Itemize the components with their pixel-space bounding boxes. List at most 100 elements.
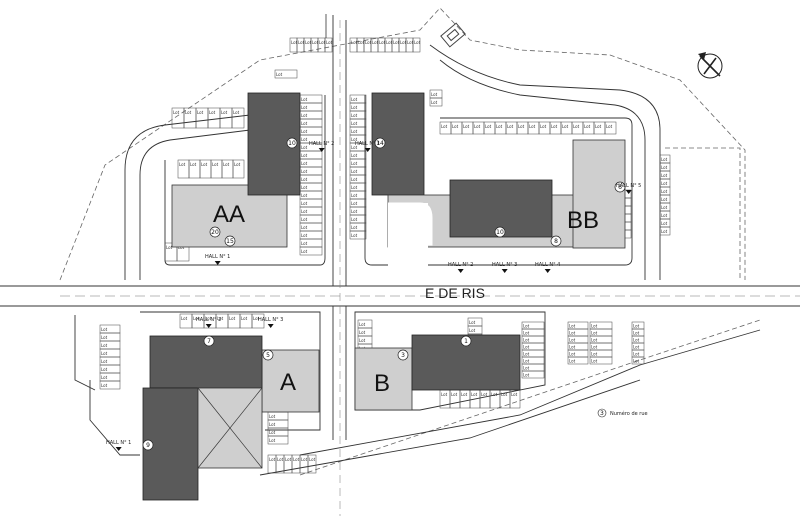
- svg-text:3: 3: [600, 410, 604, 417]
- parking-stall: Lot: [449, 389, 461, 409]
- parking-stall: Lot: [349, 230, 367, 240]
- svg-text:Lot: Lot: [351, 97, 358, 102]
- parking-stall: Lot: [349, 126, 367, 136]
- parking-stall: Lot: [567, 349, 589, 358]
- parking-stall: Lot: [267, 427, 289, 437]
- hall-label: HALL N° 3: [492, 262, 517, 268]
- svg-text:Lot: Lot: [234, 162, 241, 167]
- svg-text:Lot: Lot: [359, 322, 366, 327]
- hall-entrance-arrow-icon: [625, 190, 632, 194]
- parking-stall: Lot: [357, 335, 373, 345]
- street-number: 15: [226, 238, 234, 245]
- parking-stall: Lot: [589, 321, 613, 330]
- loop-road-nw-inner: [139, 129, 251, 280]
- svg-text:Lot: Lot: [461, 392, 468, 397]
- parking-stall: Lot: [509, 389, 521, 409]
- parking-stall: Lot: [177, 159, 190, 179]
- parking-stall: Lot: [391, 37, 400, 53]
- parking-stall: Lot: [99, 356, 121, 366]
- svg-text:Lot: Lot: [633, 337, 640, 342]
- hall-label: HALL N° 1: [106, 440, 131, 446]
- parking-stall: Lot: [516, 121, 529, 135]
- parking-stall: Lot: [467, 325, 483, 335]
- parking-stall: Lot: [631, 321, 645, 330]
- svg-text:Lot: Lot: [201, 162, 208, 167]
- hall-entrance-arrow-icon: [318, 148, 325, 152]
- svg-text:Lot: Lot: [661, 213, 668, 218]
- entrance-gate-icon: [440, 22, 466, 48]
- parking-stall: Lot: [274, 69, 298, 79]
- svg-text:Lot: Lot: [661, 229, 668, 234]
- parking-stall: Lot: [479, 389, 491, 409]
- svg-text:Lot: Lot: [523, 344, 530, 349]
- hall-entrance-arrow-icon: [214, 261, 221, 265]
- hall-label: HALL N° 4: [535, 262, 560, 268]
- parking-stall: Lot: [299, 126, 323, 136]
- svg-text:Lot: Lot: [463, 124, 470, 129]
- svg-text:Lot: Lot: [209, 110, 216, 115]
- parking-stall: Lot: [231, 107, 245, 129]
- svg-text:Lot: Lot: [591, 351, 598, 356]
- parking-stall: Lot: [527, 121, 540, 135]
- loop-road-ne: [429, 44, 661, 280]
- parking-stall: Lot: [221, 159, 234, 179]
- svg-text:Lot: Lot: [523, 372, 530, 377]
- svg-text:Lot: Lot: [451, 392, 458, 397]
- svg-text:Lot: Lot: [101, 359, 108, 364]
- svg-text:Lot: Lot: [351, 201, 358, 206]
- parking-stall: Lot: [349, 190, 367, 200]
- svg-text:Lot: Lot: [217, 316, 224, 321]
- svg-text:Lot: Lot: [569, 323, 576, 328]
- svg-text:Lot: Lot: [301, 137, 308, 142]
- svg-text:Lot: Lot: [591, 330, 598, 335]
- svg-text:Lot: Lot: [301, 169, 308, 174]
- svg-text:Lot: Lot: [301, 241, 308, 246]
- svg-text:Lot: Lot: [661, 197, 668, 202]
- parking-stall: Lot: [299, 110, 323, 120]
- parking-stall: Lot: [659, 210, 671, 220]
- parking-stall: Lot: [505, 121, 518, 135]
- svg-text:Lot: Lot: [661, 173, 668, 178]
- svg-text:Lot: Lot: [301, 153, 308, 158]
- hall-entrance-arrow-icon: [205, 324, 212, 328]
- street-number: 10: [288, 140, 296, 147]
- parking-stall: Lot: [183, 107, 197, 129]
- svg-text:Lot: Lot: [291, 40, 298, 45]
- parking-stall: Lot: [299, 150, 323, 160]
- svg-text:Lot: Lot: [221, 110, 228, 115]
- svg-text:Lot: Lot: [523, 351, 530, 356]
- street-number: 6: [618, 184, 622, 191]
- hall-entrance-arrow-icon: [457, 269, 464, 273]
- svg-text:Lot: Lot: [661, 157, 668, 162]
- parking-stall: Lot: [179, 313, 193, 329]
- parking-stall: Lot: [356, 37, 365, 53]
- hall-entrance-arrow-icon: [544, 269, 551, 273]
- svg-text:Lot: Lot: [351, 233, 358, 238]
- svg-text:Lot: Lot: [351, 225, 358, 230]
- parking-stall: Lot: [429, 89, 443, 99]
- svg-text:Lot: Lot: [101, 367, 108, 372]
- parking-stall: Lot: [171, 107, 185, 129]
- svg-text:Lot: Lot: [269, 414, 276, 419]
- svg-text:Lot: Lot: [595, 124, 602, 129]
- parking-stall: Lot: [567, 328, 589, 337]
- svg-text:Lot: Lot: [301, 225, 308, 230]
- parking-stall: Lot: [521, 356, 545, 365]
- parking-stall: Lot: [299, 238, 323, 248]
- street-number-marker: 9: [142, 439, 154, 451]
- parking-stall: Lot: [99, 340, 121, 350]
- street-number: 10: [496, 229, 504, 236]
- street-number: 20: [211, 229, 219, 236]
- parking-stall: Lot: [299, 214, 323, 224]
- parking-stall: Lot: [299, 158, 323, 168]
- north-arrow-icon: [697, 52, 723, 79]
- parking-stall: Lot: [349, 37, 358, 53]
- parking-stall: Lot: [357, 327, 373, 337]
- svg-text:Lot: Lot: [178, 245, 185, 250]
- street-number-marker: 7: [203, 335, 215, 347]
- parking-stall: Lot: [631, 356, 645, 365]
- lot-sw-outline: [140, 311, 321, 431]
- property-boundary-south: [299, 319, 761, 476]
- parking-stall: Lot: [267, 454, 277, 474]
- street-number: 14: [376, 140, 384, 147]
